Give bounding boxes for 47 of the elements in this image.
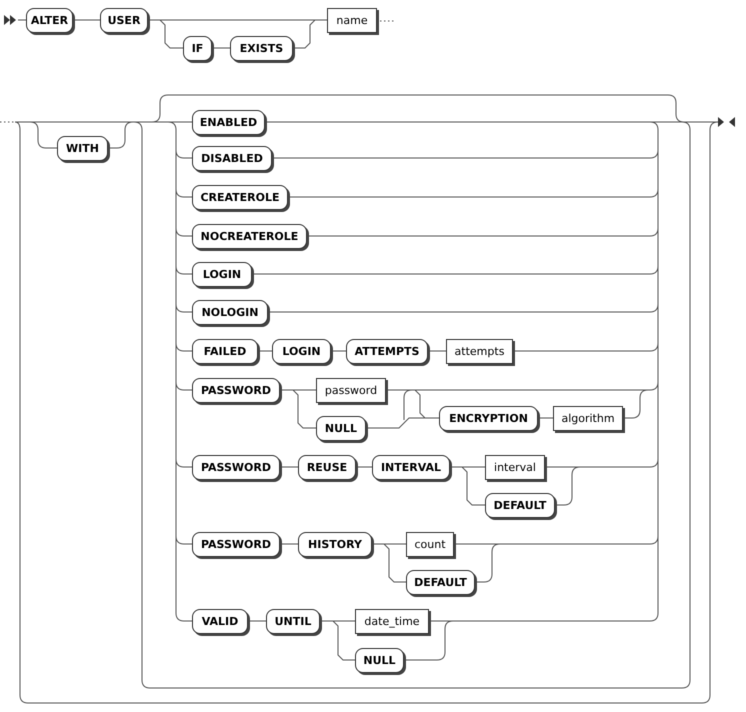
keyword-terminal: NULL <box>316 416 366 440</box>
keyword-terminal: ATTEMPTS <box>346 338 428 364</box>
keyword-terminal: PASSWORD <box>192 532 280 556</box>
keyword-terminal: HISTORY <box>298 532 372 556</box>
keyword-terminal: UNTIL <box>266 608 320 634</box>
keyword-terminal: DEFAULT <box>406 570 475 594</box>
keyword-terminal: NOLOGIN <box>192 300 268 324</box>
keyword-terminal: PASSWORD <box>192 378 280 402</box>
keyword-terminal: USER <box>100 8 148 32</box>
keyword-terminal: IF <box>183 36 212 60</box>
parameter-nonterminal: attempts <box>446 338 513 364</box>
keyword-terminal: WITH <box>57 136 108 160</box>
keyword-terminal: CREATEROLE <box>192 184 288 210</box>
connector-line <box>280 466 298 468</box>
connector-line <box>280 390 316 428</box>
connector-line <box>450 466 486 506</box>
connector-line <box>428 350 446 352</box>
connector-line <box>148 20 184 48</box>
keyword-terminal: VALID <box>192 608 248 634</box>
parameter-nonterminal: algorithm <box>553 406 623 430</box>
keyword-terminal: FAILED <box>192 338 258 364</box>
keyword-terminal: LOGIN <box>192 262 252 286</box>
keyword-terminal: ENCRYPTION <box>439 406 538 430</box>
parameter-nonterminal: count <box>406 532 454 556</box>
parameter-nonterminal: password <box>316 378 386 402</box>
parameter-nonterminal: interval <box>485 454 545 480</box>
connector-line <box>248 620 266 622</box>
keyword-terminal: LOGIN <box>272 338 331 364</box>
connector-line <box>258 350 272 352</box>
keyword-terminal: ALTER <box>26 8 73 32</box>
connector-line <box>366 418 440 428</box>
connector-line <box>330 350 346 352</box>
keyword-terminal: NULL <box>355 648 404 672</box>
connector-line <box>356 466 372 468</box>
keyword-terminal: REUSE <box>298 454 356 480</box>
connector-line <box>372 544 406 582</box>
parameter-nonterminal: date_time <box>355 608 429 634</box>
keyword-terminal: PASSWORD <box>192 454 280 480</box>
keyword-terminal: INTERVAL <box>372 454 450 480</box>
parameter-nonterminal: name <box>327 8 377 32</box>
connector-line <box>292 20 328 48</box>
keyword-terminal: DISABLED <box>192 146 272 170</box>
keyword-terminal: ENABLED <box>192 110 265 134</box>
keyword-terminal: NOCREATEROLE <box>192 224 307 248</box>
connector-line <box>320 620 356 660</box>
keyword-terminal: DEFAULT <box>485 492 555 518</box>
keyword-terminal: EXISTS <box>230 36 293 60</box>
